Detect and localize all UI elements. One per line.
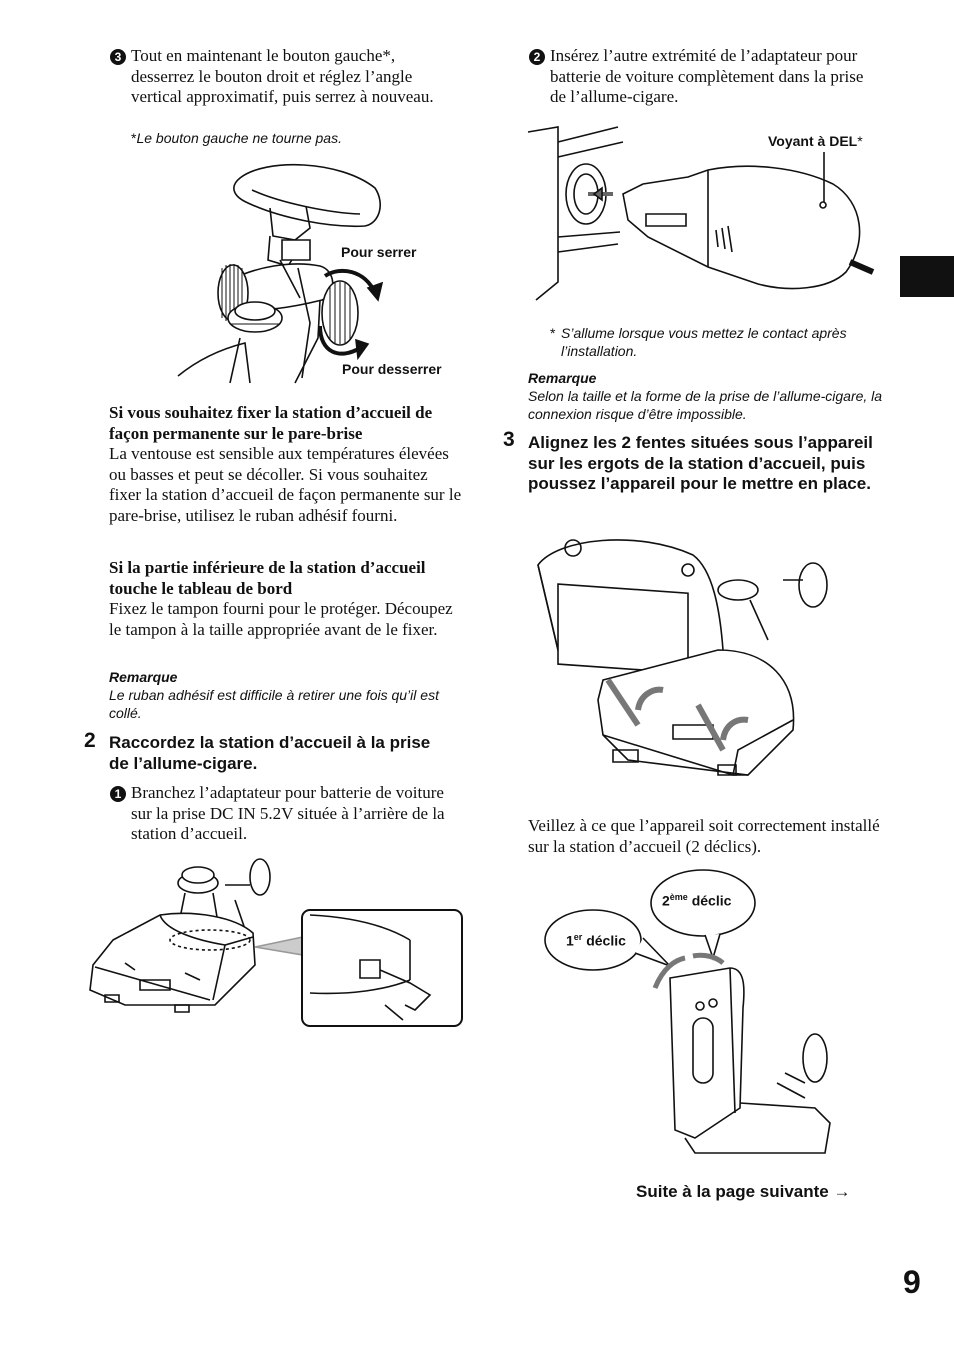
footnote-text: Le bouton gauche ne tourne pas.	[136, 130, 342, 146]
substep-3-text: Tout en maintenant le bouton gauche*, de…	[131, 46, 434, 106]
substep-number-3: 3	[110, 49, 126, 65]
check-text: Veillez à ce que l’appareil soit correct…	[528, 816, 880, 856]
heading-dashboard: Si la partie inférieure de la station d’…	[109, 558, 426, 598]
first-click-num: 1	[566, 932, 574, 949]
label-loosen: Pour desserrer	[342, 361, 442, 377]
figure-cigarette-lighter	[528, 122, 878, 302]
arrow-right-icon: →	[833, 1182, 851, 1201]
step-number-3: 3	[503, 428, 515, 451]
footnote-led: *	[550, 324, 885, 342]
text-dashboard: Fixez le tampon fourni pour le protéger.…	[109, 599, 453, 639]
first-click-word: déclic	[582, 932, 626, 949]
second-click-sup: ème	[669, 892, 688, 902]
second-click-num: 2	[662, 892, 670, 909]
section-tab	[900, 256, 954, 297]
label-led-text: Voyant à DEL	[768, 133, 858, 149]
continued-text: Suite à la page suivante	[636, 1182, 829, 1201]
figure-clicks	[545, 868, 845, 1163]
footnote-mark: *	[131, 130, 137, 146]
label-first-click: 1er déclic	[566, 932, 626, 949]
second-click-word: déclic	[687, 892, 732, 909]
text-permanent-mount: La ventouse est sensible aux température…	[109, 444, 462, 525]
heading-permanent-mount: Si vous souhaitez fixer la station d’acc…	[109, 403, 433, 443]
label-tighten: Pour serrer	[341, 244, 417, 260]
remark-body-1: Le ruban adhésif est difficile à retirer…	[109, 687, 439, 721]
figure-device-onto-dock	[528, 530, 848, 800]
remark-title-1: Remarque	[109, 669, 178, 685]
remark-body-2: Selon la taille et la forme de la prise …	[528, 388, 883, 422]
figure-knob-adjust	[170, 148, 470, 383]
substep-number-1: 1	[110, 786, 126, 802]
footnote-led-text: S’allume lorsque vous mettez le contact …	[561, 325, 847, 359]
step-2-title: Raccordez la station d’accueil à la pris…	[109, 733, 431, 773]
label-second-click: 2ème déclic	[662, 892, 731, 909]
label-led: Voyant à DEL*	[768, 133, 863, 149]
continued-note: Suite à la page suivante →	[636, 1182, 850, 1202]
label-led-mark: *	[857, 133, 863, 149]
substep-1-text: Branchez l’adaptateur pour batterie de v…	[131, 783, 445, 843]
footnote-led-mark: *	[550, 325, 556, 341]
step-number-2: 2	[84, 729, 96, 752]
footnote-left-knob: *Le bouton gauche ne tourne pas.	[131, 129, 461, 147]
remark-title-2: Remarque	[528, 370, 597, 386]
figure-dock-dc-in	[85, 855, 465, 1040]
substep-2-text: Insérez l’autre extrémité de l’adaptateu…	[550, 46, 864, 106]
first-click-sup: er	[573, 932, 583, 942]
page-number: 9	[903, 1264, 921, 1300]
step-3-title: Alignez les 2 fentes situées sous l’appa…	[528, 433, 873, 493]
substep-number-2: 2	[529, 49, 545, 65]
